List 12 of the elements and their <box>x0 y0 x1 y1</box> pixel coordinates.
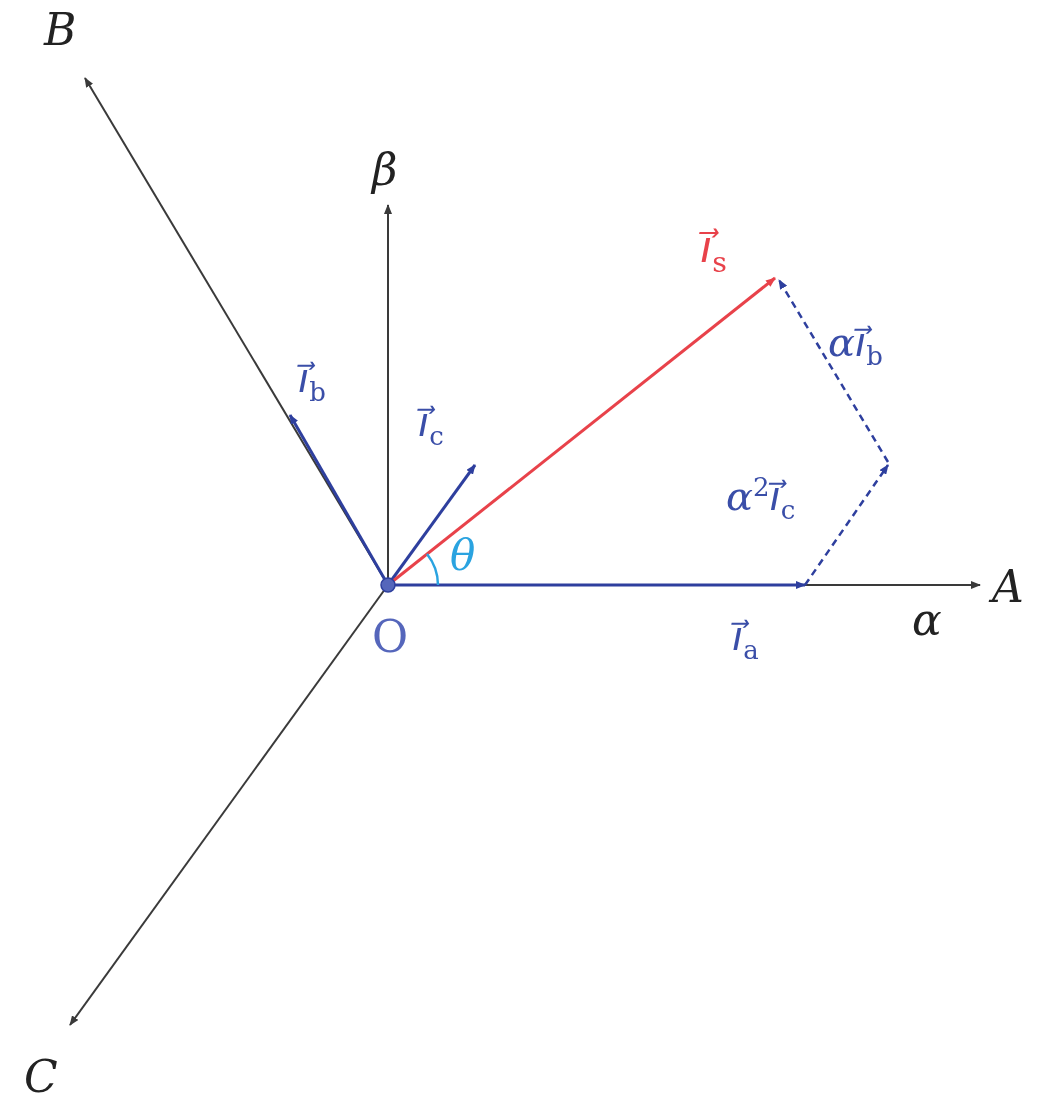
angle-label: θ <box>450 535 476 577</box>
vector-label: i⃗$_{b}$ <box>298 358 326 405</box>
axis-label: C <box>24 1055 58 1099</box>
vector-label: i⃗$_{a}$ <box>732 616 759 663</box>
vector-label: i⃗$_{c}$ <box>418 402 444 449</box>
vector-label: i⃗$_{s}$ <box>700 225 727 277</box>
axis-label: B <box>44 8 77 52</box>
vector-label: αi⃗$_{b}$ <box>828 322 883 369</box>
origin-label: O <box>372 615 409 659</box>
vector-label: α$^{2}$i⃗$_{c}$ <box>726 474 796 524</box>
axis-label: β <box>372 148 398 192</box>
axis-label: α <box>912 598 942 642</box>
